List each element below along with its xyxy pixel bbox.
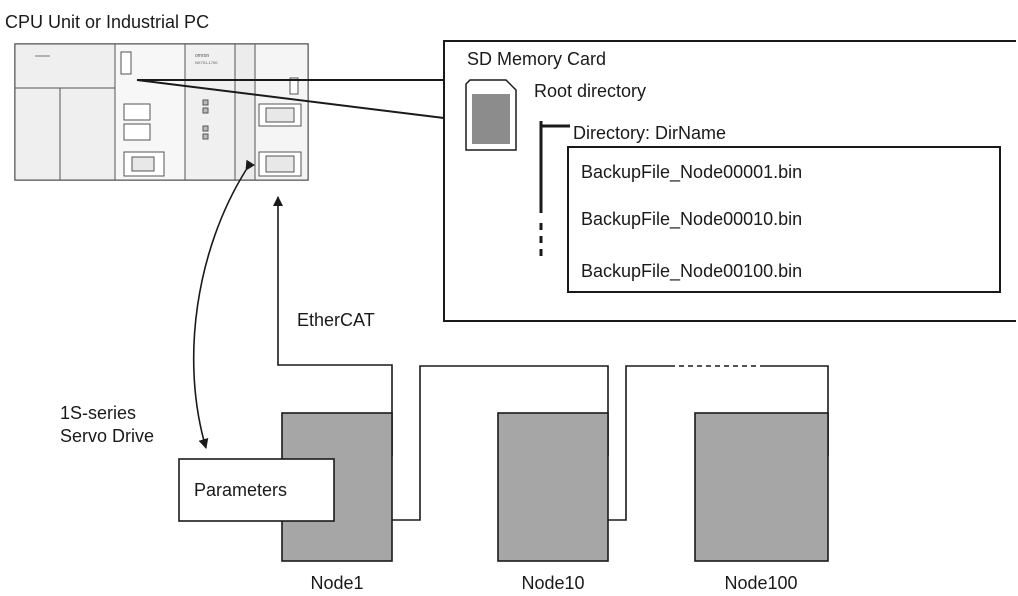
cpu-unit-illustration: omron NX701-1700 (14, 43, 309, 181)
ethercat-arrow (273, 196, 393, 456)
svg-text:NX701-1700: NX701-1700 (195, 60, 218, 65)
file-item: BackupFile_Node00001.bin (581, 162, 803, 182)
sd-card-title: SD Memory Card (467, 49, 607, 69)
file-list-box (567, 146, 1001, 293)
node-box (694, 412, 829, 562)
parameters-label: Parameters (194, 480, 288, 500)
node-label: Node1 (310, 573, 364, 593)
backup-restore-arrow (192, 159, 256, 449)
svg-text:omron: omron (195, 53, 209, 59)
callout-lines (136, 79, 445, 119)
directory-tree (539, 121, 570, 260)
drive-label-line2: Servo Drive (60, 426, 155, 446)
node-box (497, 412, 609, 562)
directory-label: Directory: DirName (573, 123, 727, 143)
node-label: Node10 (521, 573, 585, 593)
controller-label: CPU Unit or Industrial PC (5, 12, 210, 32)
node-label: Node100 (724, 573, 798, 593)
file-item: BackupFile_Node00100.bin (581, 261, 803, 281)
sd-panel-outline (443, 40, 1016, 322)
sd-card-icon (465, 79, 517, 151)
parameters-box (178, 458, 335, 522)
ethercat-label: EtherCAT (297, 310, 375, 330)
drive-label-line1: 1S-series (60, 403, 137, 423)
file-item: BackupFile_Node00010.bin (581, 209, 803, 229)
root-directory-label: Root directory (534, 81, 647, 101)
